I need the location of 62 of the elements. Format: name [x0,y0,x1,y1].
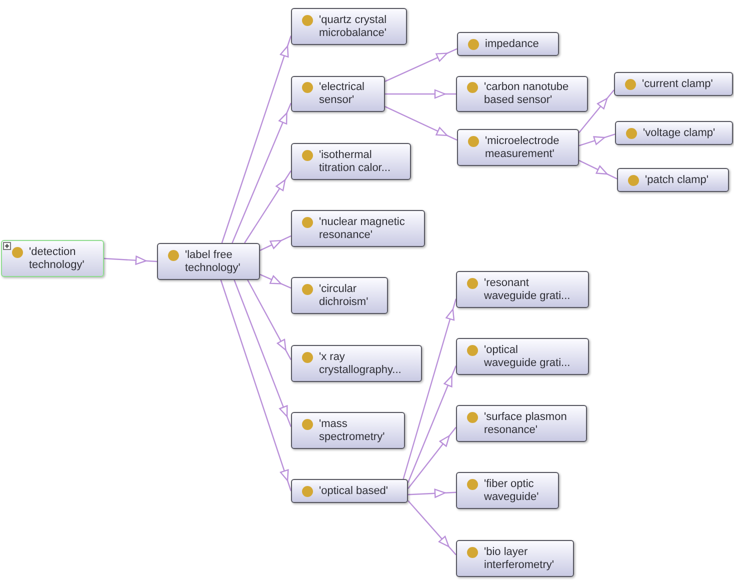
class-box [456,338,589,375]
class-box [157,243,260,280]
arrow [407,366,457,483]
class-box [615,121,733,145]
arrow [247,280,292,360]
arrow [384,48,458,82]
arrow [221,36,292,244]
arrow [234,280,292,428]
arrow [408,488,456,498]
class-box [1,240,104,277]
arrow [578,134,616,146]
class-label: 'label free technology' [185,248,242,274]
class-label: 'voltage clamp' [643,126,716,140]
arrow [384,106,458,141]
class-box [456,472,559,509]
class-box [291,8,407,45]
class-box [291,277,388,314]
arrow [408,500,456,556]
class-box [291,479,408,503]
class-label: 'carbon nanotube based sensor' [484,81,570,107]
class-label: 'mass spectrometry' [319,418,386,444]
arrow [104,256,158,265]
class-box [457,32,559,56]
class-box [291,76,385,112]
class-label: 'bio layer interferometry' [484,546,555,572]
arrow [385,89,456,99]
class-label: 'nuclear magnetic resonance' [319,216,406,242]
class-box [291,210,425,247]
class-label: 'optical based' [319,484,388,498]
arrow [260,235,292,251]
class-box [456,540,574,577]
class-label: impedance [485,38,539,50]
arrow [578,90,614,134]
class-box [617,168,729,192]
arrow [244,170,292,244]
class-box [291,412,405,449]
class-label: 'circular dichroism' [319,282,370,308]
class-label: 'isothermal titration calor... [319,148,392,174]
class-label: 'detection technology' [29,246,86,272]
class-label: 'electrical sensor' [319,81,366,107]
class-label: 'current clamp' [642,78,713,90]
class-box [457,129,579,166]
class-label: 'quartz crystal microbalance' [319,14,388,40]
arrow [232,102,292,244]
arrow [260,274,292,289]
arrow [220,280,292,492]
class-label: 'resonant waveguide grati... [484,276,572,302]
class-box [614,72,733,96]
class-box [291,345,422,382]
class-label: 'fiber optic waveguide' [484,478,540,504]
class-box [456,271,589,308]
class-label: 'x ray crystallography... [319,350,402,376]
arrow [578,160,618,180]
arrow [408,426,456,489]
class-label: 'patch clamp' [645,174,709,186]
class-label: 'optical waveguide grati... [484,344,572,370]
class-box [456,76,588,112]
class-label: 'surface plasmon resonance' [484,410,568,436]
arrow [402,298,457,480]
class-box [456,405,587,442]
class-box [291,143,411,180]
class-label: 'microelectrode measurement' [485,134,560,160]
